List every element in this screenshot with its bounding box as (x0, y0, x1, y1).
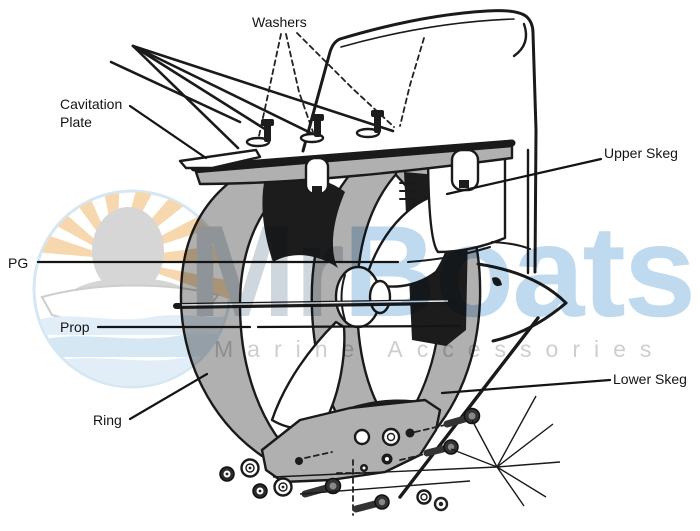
washer-4 (433, 496, 449, 512)
gearcase (398, 144, 568, 499)
fan-pointer-lines (109, 44, 395, 150)
label-upper-skeg: Upper Skeg (604, 145, 678, 161)
top-plate (178, 139, 516, 196)
brand-suffix: Boats (343, 198, 694, 344)
loose-hardware (219, 407, 481, 513)
label-prop: Prop (60, 319, 90, 335)
prop-shaft-rod (173, 299, 458, 309)
bolt-b (352, 494, 390, 513)
prop-leader (96, 324, 462, 329)
washer-2 (273, 477, 293, 497)
label-lower-skeg: Lower Skeg (613, 371, 687, 387)
washer-3 (416, 489, 432, 505)
nut-1 (219, 466, 235, 482)
plate-bolts (245, 110, 384, 148)
assembly-guides (272, 395, 561, 507)
brand-prefix: Mr (188, 198, 343, 344)
leader-lines (36, 104, 612, 421)
upper-skeg-leader (445, 157, 603, 196)
label-washers: Washers (252, 14, 307, 30)
logo-wave-2 (36, 333, 228, 357)
bolt-washer-3 (355, 110, 384, 139)
logo-wave-1 (35, 315, 229, 335)
nut-2 (252, 483, 268, 499)
washers-dashed-leaders (258, 32, 425, 137)
motor-outline (301, 9, 538, 274)
washer-1 (240, 458, 260, 478)
label-ring: Ring (93, 412, 122, 428)
bolt-c (414, 407, 481, 433)
label-cavitation: Cavitation (60, 96, 122, 112)
bolt-washer-2 (299, 114, 325, 144)
cavitation-plate-lip (178, 148, 262, 170)
label-plate: Plate (60, 114, 92, 130)
logo-circle (32, 189, 232, 389)
ring-leader (128, 372, 209, 421)
cavitation-plate-leader (128, 104, 208, 160)
label-pg: PG (8, 255, 28, 271)
bolt-washer-1 (245, 119, 274, 148)
watermark-brand: MrBoats (188, 198, 694, 344)
watermark-tagline: Marine Accessories (214, 336, 665, 362)
lower-skeg-leader (440, 378, 612, 395)
